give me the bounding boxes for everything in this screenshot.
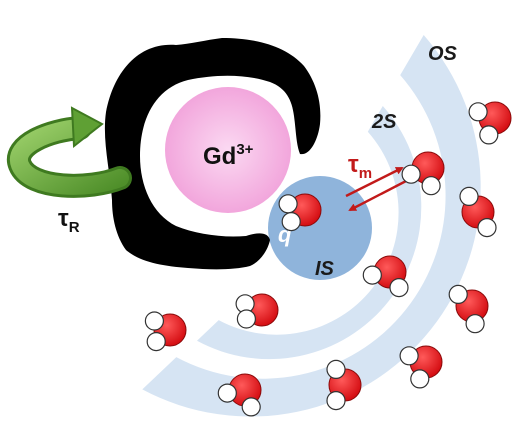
hydrogen-atom xyxy=(362,265,382,285)
hydrogen-atom xyxy=(479,125,499,145)
ligand-shape xyxy=(104,38,321,270)
hydrogen-atom xyxy=(459,186,479,206)
water-molecule-icon xyxy=(459,186,497,238)
hydrogen-atom xyxy=(421,176,441,196)
hydrogen-atom xyxy=(236,309,256,329)
tau-m-label: τm xyxy=(348,151,372,182)
water-molecule-icon xyxy=(362,255,409,298)
second-sphere-label: 2S xyxy=(371,111,397,133)
hydrogen-atom xyxy=(401,164,421,184)
inner-sphere-label: IS xyxy=(315,258,335,280)
hydrogen-atom xyxy=(146,332,166,352)
hydrogen-atom xyxy=(278,194,298,214)
hydrogen-atom xyxy=(241,397,261,417)
hydrogen-atom xyxy=(410,369,430,389)
water-molecule-icon xyxy=(144,311,187,352)
rotation-arrow-icon xyxy=(7,106,132,198)
tau-r-label: τR xyxy=(58,205,80,236)
hydrogen-atom xyxy=(217,383,237,403)
water-molecules xyxy=(144,101,512,417)
hydrogen-atom xyxy=(281,212,301,232)
water-molecule-icon xyxy=(278,193,322,232)
water-molecule-icon xyxy=(401,151,445,196)
water-molecule-icon xyxy=(326,359,362,411)
outer-sphere-band xyxy=(142,35,481,417)
hydrogen-atom xyxy=(477,218,497,238)
hydrogen-atom xyxy=(326,391,346,411)
water-molecule-icon xyxy=(217,373,262,417)
hydrogen-atom xyxy=(389,278,409,298)
water-molecule-icon xyxy=(235,293,279,329)
second-sphere-band xyxy=(197,106,422,360)
water-molecule-icon xyxy=(448,284,489,334)
hydrogen-atom xyxy=(144,311,164,331)
exchange-arrow-icon xyxy=(345,166,409,212)
gd-ion-label: Gd3+ xyxy=(203,141,254,170)
hydrogen-atom xyxy=(448,284,468,304)
hydrogen-atom xyxy=(465,314,485,334)
outer-sphere-label: OS xyxy=(428,43,458,65)
gd-ion xyxy=(165,87,291,213)
water-molecule-icon xyxy=(399,345,443,389)
water-molecule-icon xyxy=(468,101,512,145)
hydrogen-atom xyxy=(399,346,419,366)
hydrogen-atom xyxy=(326,359,346,379)
hydrogen-atom xyxy=(468,102,488,122)
